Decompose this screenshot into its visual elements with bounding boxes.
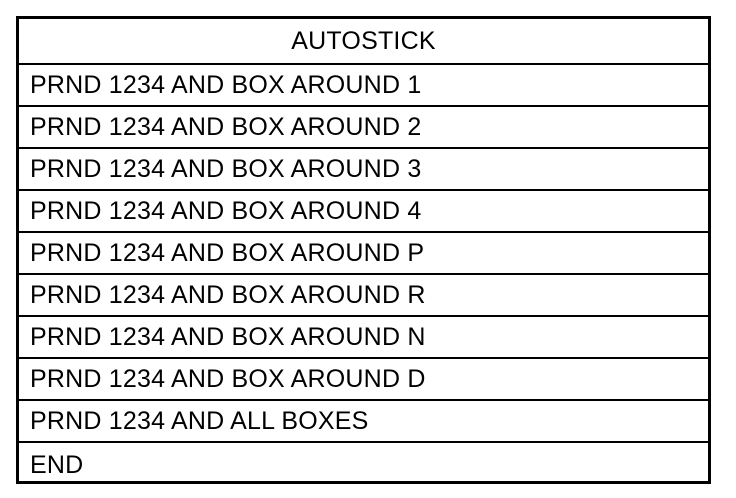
table-row-end: END <box>30 450 84 479</box>
table-row: PRND 1234 AND BOX AROUND 4 <box>19 191 708 233</box>
table-header: AUTOSTICK <box>19 19 708 65</box>
table-row: PRND 1234 AND BOX AROUND 3 <box>19 149 708 191</box>
table-row: PRND 1234 AND BOX AROUND 1 <box>19 65 708 107</box>
autostick-table: AUTOSTICK PRND 1234 AND BOX AROUND 1 PRN… <box>16 16 711 484</box>
table-row: PRND 1234 AND BOX AROUND 2 <box>19 107 708 149</box>
table-row: PRND 1234 AND BOX AROUND N <box>19 317 708 359</box>
table-row: PRND 1234 AND ALL BOXES <box>19 401 708 443</box>
table-row: PRND 1234 AND BOX AROUND P <box>19 233 708 275</box>
table-row: PRND 1234 AND BOX AROUND R <box>19 275 708 317</box>
table-row: PRND 1234 AND BOX AROUND D <box>19 359 708 401</box>
